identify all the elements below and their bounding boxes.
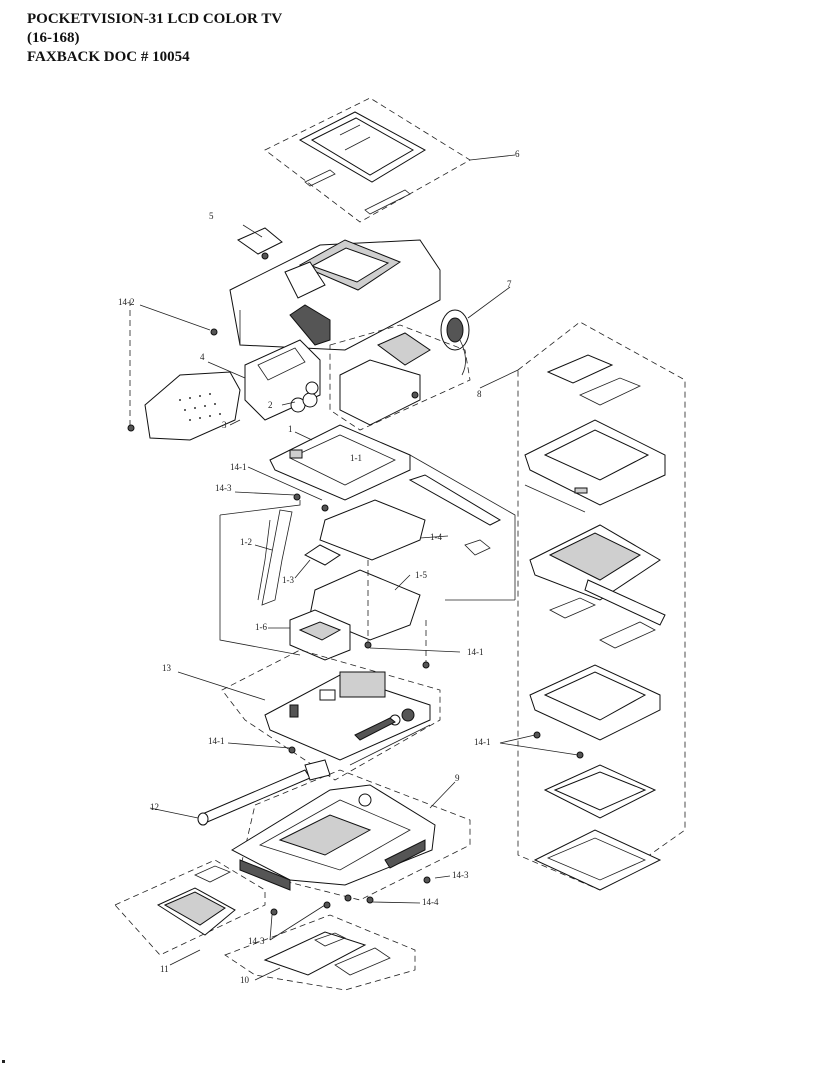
main-pcb-1-1 (269, 424, 516, 600)
label-part-1-5: 1-5 (415, 570, 427, 580)
speaker-housing (329, 324, 471, 431)
label-part-14-1-lower: 14-1 (208, 736, 225, 746)
label-part-12: 12 (150, 802, 159, 812)
label-part-10: 10 (240, 975, 250, 985)
sub-assembly-1-2-to-1-6 (219, 493, 515, 669)
label-part-13: 13 (162, 663, 172, 673)
label-part-4: 4 (200, 352, 205, 362)
part-13-tuner-board (221, 649, 441, 781)
label-part-1: 1 (288, 424, 293, 434)
label-part-14-1-right: 14-1 (474, 737, 491, 747)
label-part-8: 8 (477, 389, 482, 399)
part-9-bottom-cabinet (230, 769, 471, 916)
label-part-2: 2 (268, 400, 273, 410)
label-part-14-3-right: 14-3 (452, 870, 469, 880)
label-part-1-2: 1-2 (240, 537, 252, 547)
label-part-14-1-middle: 14-1 (467, 647, 484, 657)
part-10-bottom-plate (224, 914, 416, 991)
callout-labels: 6 5 7 14-2 4 8 2 3 1 1-1 14-1 14-3 1-4 1… (118, 149, 520, 985)
part-7-speaker (440, 286, 511, 376)
part-8-lcd-panel-stack (479, 321, 686, 891)
label-part-1-4: 1-4 (430, 532, 442, 542)
label-part-14-1-upper: 14-1 (230, 462, 247, 472)
label-part-5: 5 (209, 211, 214, 221)
scan-artifact-mark (2, 1060, 5, 1063)
rear-cover-group (127, 300, 321, 441)
label-part-6: 6 (515, 149, 520, 159)
label-part-11: 11 (160, 964, 169, 974)
label-part-14-2: 14-2 (118, 297, 135, 307)
label-part-14-3-bottom: 14-3 (248, 936, 265, 946)
label-part-14-4: 14-4 (422, 897, 439, 907)
document-header: POCKETVISION-31 LCD COLOR TV (16-168) FA… (27, 10, 282, 67)
part-6-window-assembly (264, 97, 516, 223)
leader-lines (177, 224, 579, 941)
label-part-9: 9 (455, 773, 460, 783)
label-part-1-6: 1-6 (255, 622, 267, 632)
document-title: POCKETVISION-31 LCD COLOR TV (27, 11, 283, 27)
label-part-14-3-upper: 14-3 (215, 483, 232, 493)
label-part-1-3: 1-3 (282, 575, 294, 585)
top-cabinet (229, 227, 441, 351)
label-part-1-1: 1-1 (350, 453, 362, 463)
model-number: (16-168) (27, 30, 80, 46)
faxback-doc-number: FAXBACK DOC # 10054 (27, 49, 190, 65)
part-12-antenna (149, 759, 331, 826)
label-part-7: 7 (507, 279, 512, 289)
label-part-3: 3 (222, 420, 227, 430)
part-11-battery-door (114, 859, 266, 966)
